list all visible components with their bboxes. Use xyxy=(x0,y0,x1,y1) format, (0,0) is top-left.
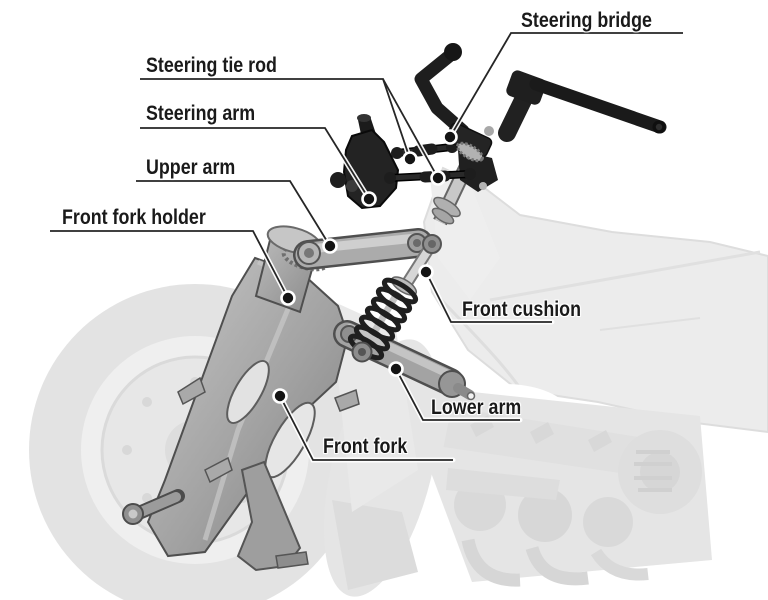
marker-front-fork xyxy=(272,388,288,404)
marker-upper-arm xyxy=(322,238,338,254)
leader-front-fork-holder xyxy=(50,230,289,299)
marker-steering-tie-rod-2 xyxy=(430,170,446,186)
label-front-fork: Front fork xyxy=(323,435,408,458)
leader-steering-arm xyxy=(140,127,370,200)
steering-bridge-part xyxy=(414,43,667,163)
label-lower-arm: Lower arm xyxy=(431,396,522,419)
steering-arm-part xyxy=(330,114,400,210)
label-steering-bridge: Steering bridge xyxy=(521,9,652,32)
marker-steering-arm xyxy=(361,191,377,207)
label-steering-tie-rod: Steering tie rod xyxy=(146,54,277,77)
marker-front-fork-holder xyxy=(280,290,296,306)
leader-steering-tie-rod-2 xyxy=(382,78,439,179)
label-steering-arm: Steering arm xyxy=(146,102,256,125)
label-front-fork-holder: Front fork holder xyxy=(62,206,206,229)
marker-front-cushion xyxy=(418,264,434,280)
label-front-cushion: Front cushion xyxy=(462,298,581,321)
front-cushion-part xyxy=(347,234,442,363)
faded-engine xyxy=(430,388,712,587)
leader-front-fork xyxy=(279,395,453,461)
marker-lower-arm xyxy=(388,361,404,377)
marker-steering-bridge xyxy=(442,129,458,145)
leader-steering-bridge xyxy=(449,32,683,138)
leader-front-cushion xyxy=(425,271,552,323)
label-upper-arm: Upper arm xyxy=(146,156,236,179)
leader-lower-arm xyxy=(395,368,520,421)
marker-steering-tie-rod xyxy=(402,151,418,167)
leader-upper-arm xyxy=(136,180,331,247)
callout-lines xyxy=(47,30,686,463)
